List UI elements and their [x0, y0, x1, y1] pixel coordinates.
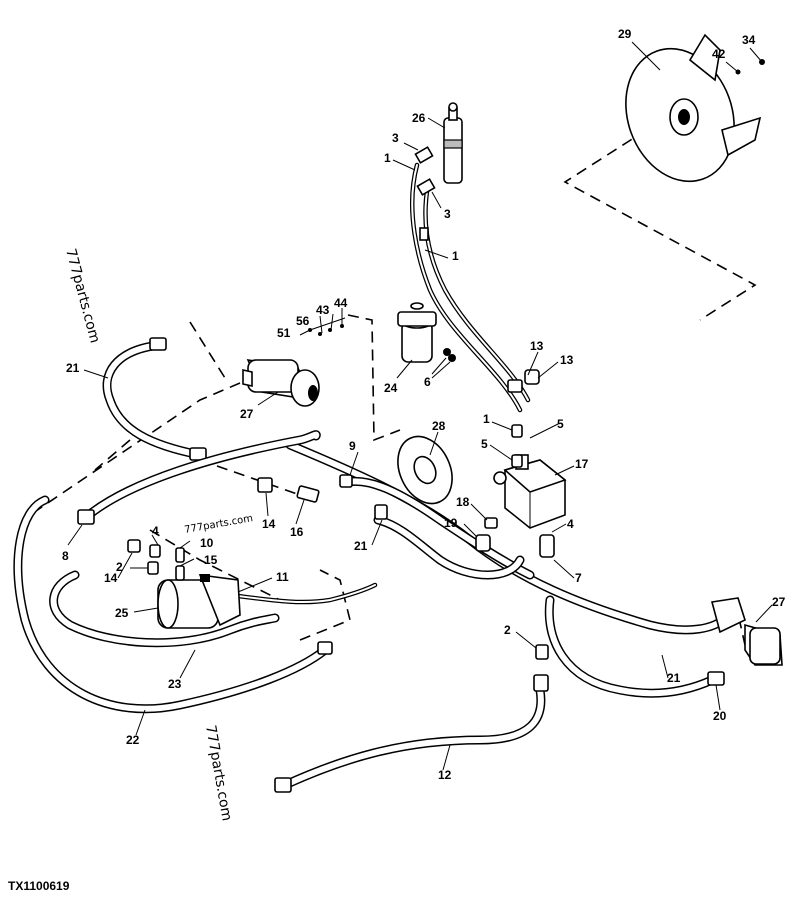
callout-11: 11 [276, 570, 289, 584]
callout-labels: 29 42 34 26 3 1 3 1 56 43 44 51 21 27 24… [62, 27, 786, 782]
callout-23: 23 [168, 677, 182, 691]
fitting-44[interactable] [340, 324, 344, 328]
callout-9: 9 [349, 439, 356, 453]
callout-18: 18 [456, 495, 470, 509]
fitting-19[interactable] [475, 534, 491, 552]
callout-7: 7 [575, 571, 582, 585]
callout-25: 25 [115, 606, 129, 620]
callout-13-b: 13 [560, 353, 574, 367]
hydraulic-motor-24[interactable] [397, 302, 456, 363]
flange-plate[interactable] [388, 428, 463, 513]
leader-lines [67, 41, 773, 771]
fitting-13b[interactable] [524, 369, 540, 385]
hose-11[interactable] [227, 582, 378, 605]
callout-42: 42 [712, 47, 726, 61]
hose-21-upper[interactable] [102, 337, 207, 461]
callout-29: 29 [618, 27, 632, 41]
watermark-left: 777parts.com [62, 247, 103, 345]
fitting-15[interactable] [175, 565, 185, 581]
valve-block[interactable] [493, 454, 567, 529]
callout-51: 51 [277, 326, 291, 340]
callout-4-left: 4 [152, 524, 159, 538]
hose-8[interactable] [77, 430, 321, 525]
callout-44: 44 [334, 296, 348, 310]
callout-1-mid: 1 [452, 249, 459, 263]
callout-15: 15 [204, 553, 218, 567]
callout-14-upper: 14 [262, 517, 276, 531]
callout-6: 6 [424, 375, 431, 389]
watermark-bottom: 777parts.com [202, 724, 235, 822]
callout-28: 28 [432, 419, 446, 433]
hydraulic-cylinder[interactable] [443, 102, 463, 184]
hose-20[interactable] [544, 595, 725, 698]
callout-26: 26 [412, 111, 426, 125]
fitting-56[interactable] [318, 332, 322, 336]
callout-56: 56 [296, 314, 310, 328]
callout-5-left: 5 [481, 437, 488, 451]
callout-12: 12 [438, 768, 452, 782]
hose-12[interactable] [274, 674, 549, 793]
fitting-5b[interactable] [511, 454, 523, 468]
callout-34: 34 [742, 33, 756, 47]
callout-17: 17 [575, 457, 589, 471]
callout-27-right: 27 [772, 595, 786, 609]
callout-1-top: 1 [384, 151, 391, 165]
hose-1-pair[interactable] [410, 146, 531, 413]
fitting-2-left[interactable] [147, 561, 159, 575]
fittings[interactable] [127, 324, 555, 660]
callout-5-right: 5 [557, 417, 564, 431]
fitting-10[interactable] [175, 547, 185, 563]
fitting-13a[interactable] [507, 379, 523, 393]
fitting-2-lower[interactable] [535, 644, 549, 660]
hose-22[interactable] [13, 495, 333, 714]
callout-24: 24 [384, 381, 398, 395]
callout-16: 16 [290, 525, 304, 539]
callout-3-top: 3 [392, 131, 399, 145]
callout-3-mid: 3 [444, 207, 451, 221]
fitting-7[interactable] [539, 534, 555, 558]
fitting-18[interactable] [484, 517, 498, 529]
hydraulic-motor-27-right[interactable] [710, 597, 783, 666]
reel-disk-assembly[interactable] [608, 33, 765, 196]
callout-43: 43 [316, 303, 330, 317]
callout-2-lower: 2 [504, 623, 511, 637]
fitting-9[interactable] [339, 474, 353, 488]
callout-14-lower: 14 [104, 571, 118, 585]
pump-25[interactable] [157, 574, 241, 629]
callout-8: 8 [62, 549, 69, 563]
watermark-center: 777parts.com [184, 513, 254, 536]
callout-19: 19 [444, 516, 458, 530]
callout-2-left: 2 [116, 560, 123, 574]
callout-20: 20 [713, 709, 727, 723]
callout-27-left: 27 [240, 407, 254, 421]
callout-21-mid: 21 [354, 539, 368, 553]
fitting-21[interactable] [374, 504, 388, 520]
fitting-4[interactable] [149, 544, 161, 558]
hose-23[interactable] [49, 570, 280, 648]
fitting-5a[interactable] [511, 424, 523, 438]
figure-id: TX1100619 [8, 879, 70, 893]
hydraulic-motor-27-left[interactable] [242, 358, 320, 407]
fitting-16[interactable] [296, 485, 320, 503]
fitting-14-lower[interactable] [127, 539, 141, 553]
callout-4-right: 4 [567, 517, 574, 531]
callout-21-right: 21 [667, 671, 681, 685]
hose-9[interactable] [343, 476, 535, 580]
callout-13-a: 13 [530, 339, 544, 353]
callout-10: 10 [200, 536, 214, 550]
fitting-14-upper[interactable] [257, 477, 273, 493]
callout-21-upper: 21 [66, 361, 80, 375]
callout-1-lower: 1 [483, 412, 490, 426]
callout-22: 22 [126, 733, 140, 747]
